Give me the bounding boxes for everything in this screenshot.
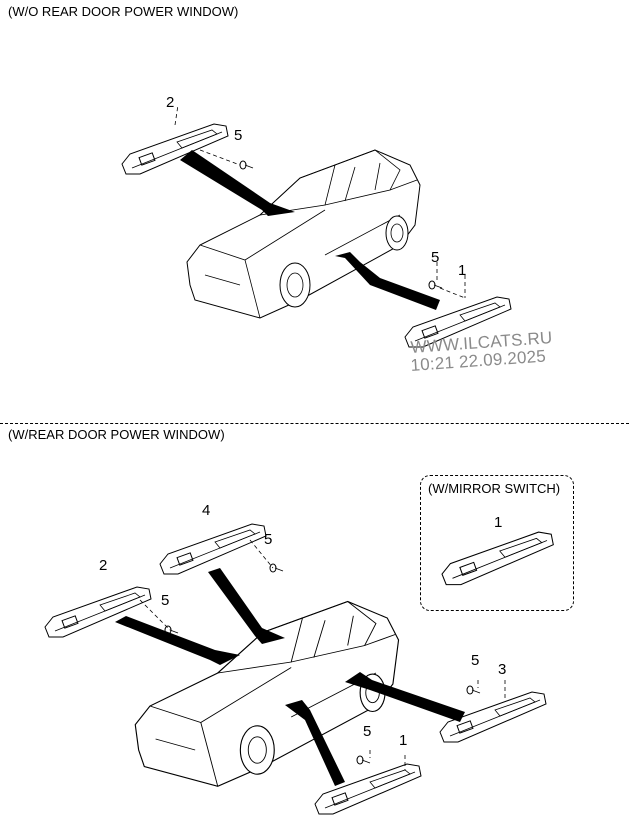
location-arrow [285,700,345,786]
callout-2: 2 [166,94,175,111]
callout-4: 4 [202,502,211,519]
mirror-switch-label: (W/MIRROR SWITCH) [428,481,561,496]
screw-part-5 [356,755,371,765]
leader-line [174,104,241,166]
callout-1: 1 [458,262,467,279]
mirror-switch-box [420,475,574,611]
callout-5: 5 [161,592,170,609]
screw-part-5 [239,160,254,170]
callout-5: 5 [264,531,273,548]
callout-1: 1 [494,514,503,531]
section-divider [0,423,629,424]
screw-part-5 [269,563,284,573]
location-arrow [115,616,240,665]
section-title-with-rear: (W/REAR DOOR POWER WINDOW) [8,427,225,442]
callout-5: 5 [234,127,243,144]
callout-3: 3 [498,661,507,678]
location-arrow [335,252,440,310]
leader-line [436,262,466,299]
callout-2: 2 [99,557,108,574]
section-title-without-rear: (W/O REAR DOOR POWER WINDOW) [8,4,239,19]
leader-line [139,539,506,770]
location-arrow [208,568,285,644]
location-arrow [180,150,295,216]
callout-5: 5 [471,652,480,669]
location-arrow [345,672,465,722]
callout-5: 5 [363,723,372,740]
callout-1: 1 [399,732,408,749]
switch-part-4 [159,523,267,575]
screw-part-5 [428,280,443,290]
callout-5: 5 [431,249,440,266]
